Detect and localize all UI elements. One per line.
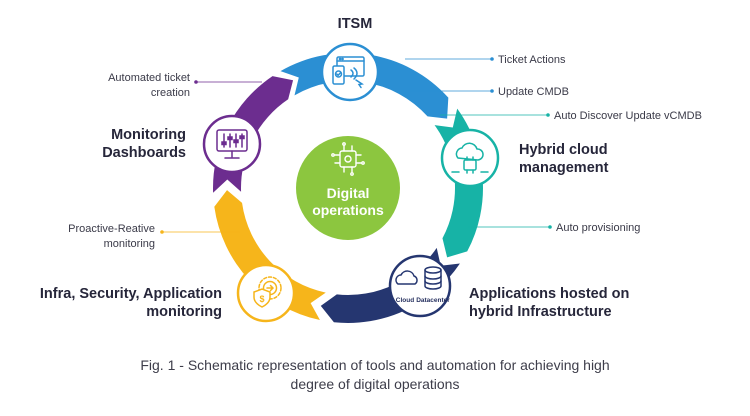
figure-caption-line2: degree of digital operations [290,376,460,392]
stage-label-apps-line1: Applications hosted on [469,286,629,302]
stage-label-monitor-line1: Monitoring [111,127,186,143]
stage-label-infra-line2: monitoring [146,304,222,320]
annotation-update-cmdb: Update CMDB [498,86,569,98]
laptop-devices-icon [332,56,365,89]
annotation-auto-provisioning: Auto provisioning [556,222,640,234]
badge-cloud-label: Cloud [396,297,414,304]
stage-label-hybrid-line1: Hybrid cloud [519,142,608,158]
stage-node-hybrid [440,128,500,188]
figure-caption: Fig. 1 - Schematic representation of too… [0,356,750,394]
cloud-datacenter-icon [395,266,442,290]
stage-node-itsm [320,42,380,102]
center-circle [296,136,400,240]
ring-segment-infra [214,190,326,321]
leader-auto-discover-dot [546,113,550,117]
stage-node-infra: $ [236,263,296,323]
center-title-line1: Digital [327,185,370,201]
badge-datacenter-label: Datacenter [416,297,450,304]
leader-proactive-dot [160,230,164,234]
stage-label-hybrid: Hybrid cloud management [519,142,609,176]
stage-node-monitor [202,114,262,174]
center-title-line2: operations [312,202,384,218]
annotation-proactive-line2: monitoring [104,238,155,250]
leader-automated-ticket-dot [194,80,198,84]
leader-update-cmdb-dot [490,89,494,93]
leader-ticket-actions-dot [490,57,494,61]
annotation-automated-ticket-line2: creation [151,87,190,99]
stage-label-infra-line1: Infra, Security, Application [40,286,222,302]
cloud-chip-icon [451,142,489,174]
stage-label-monitor: Monitoring Dashboards [102,127,186,161]
figure-caption-line1: Fig. 1 - Schematic representation of too… [140,357,610,373]
stage-node-apps: Cloud Datacenter [388,254,452,318]
monitor-sliders-icon [216,129,248,159]
leader-auto-provisioning-dot [548,225,552,229]
annotation-automated-ticket-line1: Automated ticket [108,72,190,84]
stage-label-apps: Applications hosted on hybrid Infrastruc… [469,286,629,320]
center-node: Digital operations [296,136,400,240]
stage-label-itsm-line1: ITSM [338,16,373,32]
annotation-proactive-line1: Proactive-Reative [68,223,155,235]
annotation-leaders [160,57,552,234]
shield-gear-icon: $ [253,276,282,308]
circuit-chip-icon [331,142,365,176]
stage-label-itsm: ITSM [338,16,373,32]
annotation-ticket-actions: Ticket Actions [498,54,566,66]
stage-label-monitor-line2: Dashboards [102,145,186,161]
stage-label-infra: Infra, Security, Application monitoring [40,286,222,320]
stage-label-hybrid-line2: management [519,160,609,176]
stage-label-apps-line2: hybrid Infrastructure [469,304,612,320]
annotation-auto-discover: Auto Discover Update vCMDB [554,110,702,122]
svg-text:$: $ [259,294,264,304]
